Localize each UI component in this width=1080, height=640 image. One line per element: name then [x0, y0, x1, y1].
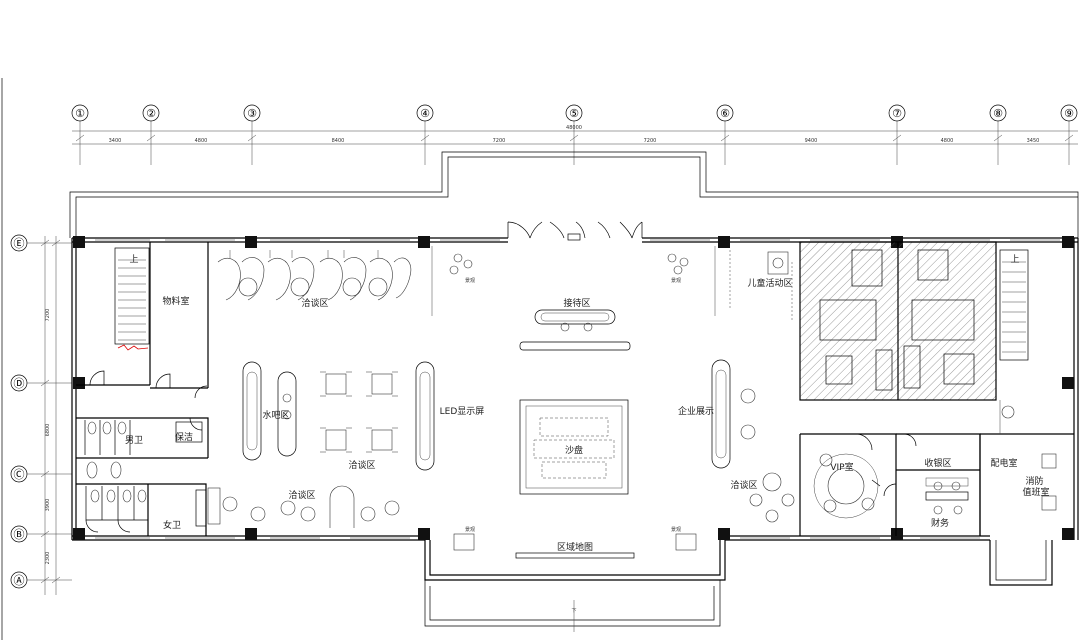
grid-label-3: ③	[247, 107, 257, 120]
room-power: 配电室	[990, 457, 1017, 469]
plant-label-1: 景观	[465, 277, 475, 284]
grid-label-7: ⑦	[892, 107, 902, 120]
room-cashier: 收银区	[924, 457, 951, 469]
zone-negotiation-top: 洽谈区	[301, 297, 328, 309]
zone-negotiation-bottom-left: 洽谈区	[288, 489, 315, 501]
zone-district-map: 区域地图	[557, 541, 593, 553]
zone-kids: 儿童活动区	[747, 277, 792, 289]
left-service-block: 上 物料室 男卫 保洁 女卫	[76, 242, 209, 536]
zone-negotiation-right: 洽谈区	[730, 479, 757, 491]
column-grid: ① ② ③ ④ ⑤ ⑥ ⑦ ⑧ ⑨	[71, 104, 1078, 165]
dim-top-6: 9400	[805, 138, 818, 144]
grid-label-9: ⑨	[1064, 107, 1074, 120]
grid-label-e: Ⓔ	[14, 237, 25, 250]
kids-area: 儿童活动区	[729, 250, 793, 320]
zone-reception: 接待区	[563, 297, 590, 309]
zone-sand-table: 沙盘	[565, 444, 583, 456]
plant-label-3: 景观	[465, 526, 475, 533]
dim-top-2: 4800	[195, 138, 208, 144]
room-fire-control-line: 值班室	[1022, 486, 1049, 498]
dim-top-5: 7200	[644, 138, 657, 144]
grid-label-d: Ⓓ	[14, 377, 25, 390]
dim-top-3: 8400	[332, 138, 345, 144]
dim-top-4: 7200	[493, 138, 506, 144]
grid-label-6: ⑥	[720, 107, 730, 120]
zone-water-bar: 水吧区	[262, 409, 289, 421]
cashier-finance: 收银区 财务	[883, 433, 981, 536]
top-dimension-line: 3400 4800 8400 7200 7200 9400 4800 3450 …	[72, 125, 1078, 145]
office-block: 上	[799, 241, 1029, 401]
roof-outline	[69, 151, 1079, 238]
led-screen: LED显示屏	[415, 361, 485, 471]
sand-table: 沙盘	[519, 399, 629, 495]
negotiation-area-bottom-left: 洽谈区	[207, 485, 400, 528]
zone-corporate-display: 企业展示	[678, 405, 714, 417]
dim-left-1: 7200	[45, 309, 51, 322]
zone-led-screen: LED显示屏	[440, 406, 485, 417]
reception-desk: 接待区	[519, 297, 631, 351]
zone-negotiation-mid: 洽谈区	[348, 459, 375, 471]
grid-label-1: ①	[75, 107, 85, 120]
plant-label-2: 景观	[671, 277, 681, 284]
stair-up-label-left: 上	[129, 254, 138, 265]
vip-room: VIP室	[799, 433, 897, 536]
corporate-display: 企业展示	[678, 359, 756, 469]
dim-top-1: 3400	[109, 138, 122, 144]
dim-overall: 48000	[566, 125, 582, 131]
main-entrance	[507, 221, 643, 241]
negotiation-area-top: 洽谈区	[217, 250, 412, 309]
room-fire-control: 消防 值班室	[1022, 475, 1049, 498]
plant-bottom-left: 景观	[453, 526, 475, 551]
dim-left-3: 3900	[45, 499, 51, 512]
dim-left-4: 2300	[45, 552, 51, 565]
grid-label-2: ②	[146, 107, 156, 120]
grid-label-4: ④	[420, 107, 430, 120]
room-finance: 财务	[931, 517, 949, 529]
grid-label-c: Ⓒ	[14, 468, 25, 481]
district-map: 区域地图 下	[515, 541, 635, 632]
power-fire-rooms: 配电室 消防 值班室	[979, 433, 1074, 536]
room-men-wc: 男卫	[125, 435, 143, 446]
plant-corner-top-left: 景观	[431, 246, 475, 316]
grid-label-b: Ⓑ	[14, 528, 25, 541]
grid-label-8: ⑧	[993, 107, 1003, 120]
grid-label-5: ⑤	[569, 107, 579, 120]
dim-top-7: 4800	[941, 138, 954, 144]
negotiation-tables-mid: 洽谈区	[320, 371, 398, 471]
row-grid: Ⓔ Ⓓ Ⓒ Ⓑ Ⓐ 7200 6800 3900 2300	[10, 234, 72, 595]
dim-left-2: 6800	[45, 424, 51, 437]
plant-bottom-right: 景观	[671, 526, 697, 551]
plant-label-4: 景观	[671, 526, 681, 533]
stair-up-label-right: 上	[1010, 254, 1019, 265]
room-cleaning: 保洁	[175, 431, 193, 443]
room-fire-control-line: 消防	[1026, 475, 1044, 487]
room-vip: VIP室	[830, 461, 853, 473]
window-marks	[95, 239, 1060, 539]
dim-top-8: 3450	[1027, 138, 1040, 144]
negotiation-area-right: 洽谈区	[730, 472, 795, 523]
room-storage: 物料室	[162, 295, 189, 307]
misc-furniture-right	[999, 400, 1015, 434]
plant-corner-top-right: 景观	[667, 246, 716, 316]
grid-label-a: Ⓐ	[14, 574, 25, 587]
room-women-wc: 女卫	[163, 519, 181, 531]
water-bar: 水吧区	[242, 361, 297, 461]
